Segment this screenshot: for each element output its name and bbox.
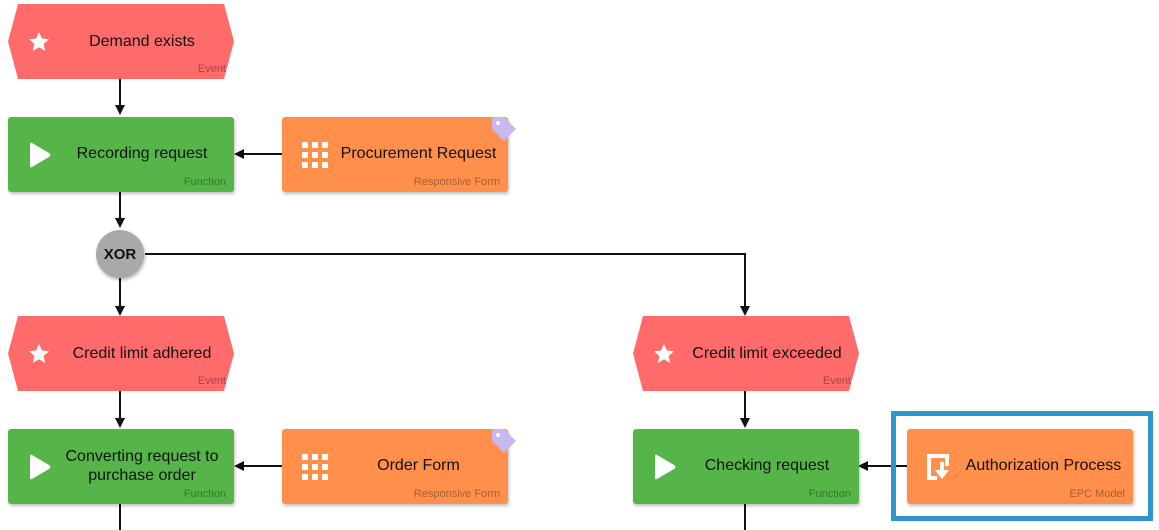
- form-label: Order Form: [377, 457, 460, 474]
- element-type-label: EPC Model: [1069, 488, 1125, 500]
- xor-gateway[interactable]: XOR: [96, 230, 144, 278]
- element-type-label: Responsive Form: [413, 488, 500, 500]
- grid-icon: [302, 454, 328, 480]
- event-credit-limit-adhered[interactable]: Credit limit adhered Event: [8, 316, 234, 391]
- function-checking-request[interactable]: Checking request Function: [633, 429, 859, 504]
- event-label: Demand exists: [89, 33, 195, 50]
- tag-icon: [492, 117, 516, 141]
- function-converting-request[interactable]: Converting request to purchase order Fun…: [8, 429, 234, 504]
- play-icon: [30, 454, 51, 480]
- star-icon: [29, 344, 49, 363]
- function-label: Checking request: [704, 457, 830, 474]
- selection-highlight: [891, 411, 1153, 521]
- form-procurement-request[interactable]: Procurement Request Responsive Form: [282, 117, 516, 192]
- function-recording-request[interactable]: Recording request Function: [8, 117, 234, 192]
- epc-model-label: Authorization Process: [965, 457, 1122, 474]
- event-credit-limit-exceeded[interactable]: Credit limit exceeded Event: [633, 316, 859, 391]
- epc-model-authorization-process[interactable]: Authorization Process EPC Model: [907, 429, 1133, 504]
- event-shape: [633, 316, 859, 391]
- play-icon: [30, 142, 51, 168]
- gateway-label: XOR: [103, 245, 137, 263]
- element-type-label: Event: [197, 375, 226, 387]
- element-type-label: Event: [822, 375, 851, 387]
- element-type-label: Responsive Form: [413, 176, 500, 188]
- function-label: Converting request to purchase order: [65, 448, 219, 484]
- event-label: Credit limit exceeded: [692, 345, 842, 362]
- star-icon: [29, 32, 49, 51]
- star-icon: [654, 344, 674, 363]
- grid-icon: [302, 142, 328, 168]
- form-order-form[interactable]: Order Form Responsive Form: [282, 429, 516, 504]
- element-type-label: Function: [808, 488, 851, 500]
- event-label: Credit limit adhered: [72, 345, 212, 362]
- play-icon: [655, 454, 676, 480]
- event-shape: [8, 316, 234, 391]
- event-shape: [8, 4, 234, 79]
- event-demand-exists[interactable]: Demand exists Event: [8, 4, 234, 79]
- process-model-icon: [927, 454, 949, 480]
- function-label: Recording request: [76, 145, 208, 162]
- form-label: Procurement Request: [340, 145, 497, 162]
- element-type-label: Function: [183, 488, 226, 500]
- element-type-label: Function: [183, 176, 226, 188]
- tag-icon: [492, 429, 516, 453]
- edge-xor-to-exceeded: [145, 253, 750, 316]
- element-type-label: Event: [197, 63, 226, 75]
